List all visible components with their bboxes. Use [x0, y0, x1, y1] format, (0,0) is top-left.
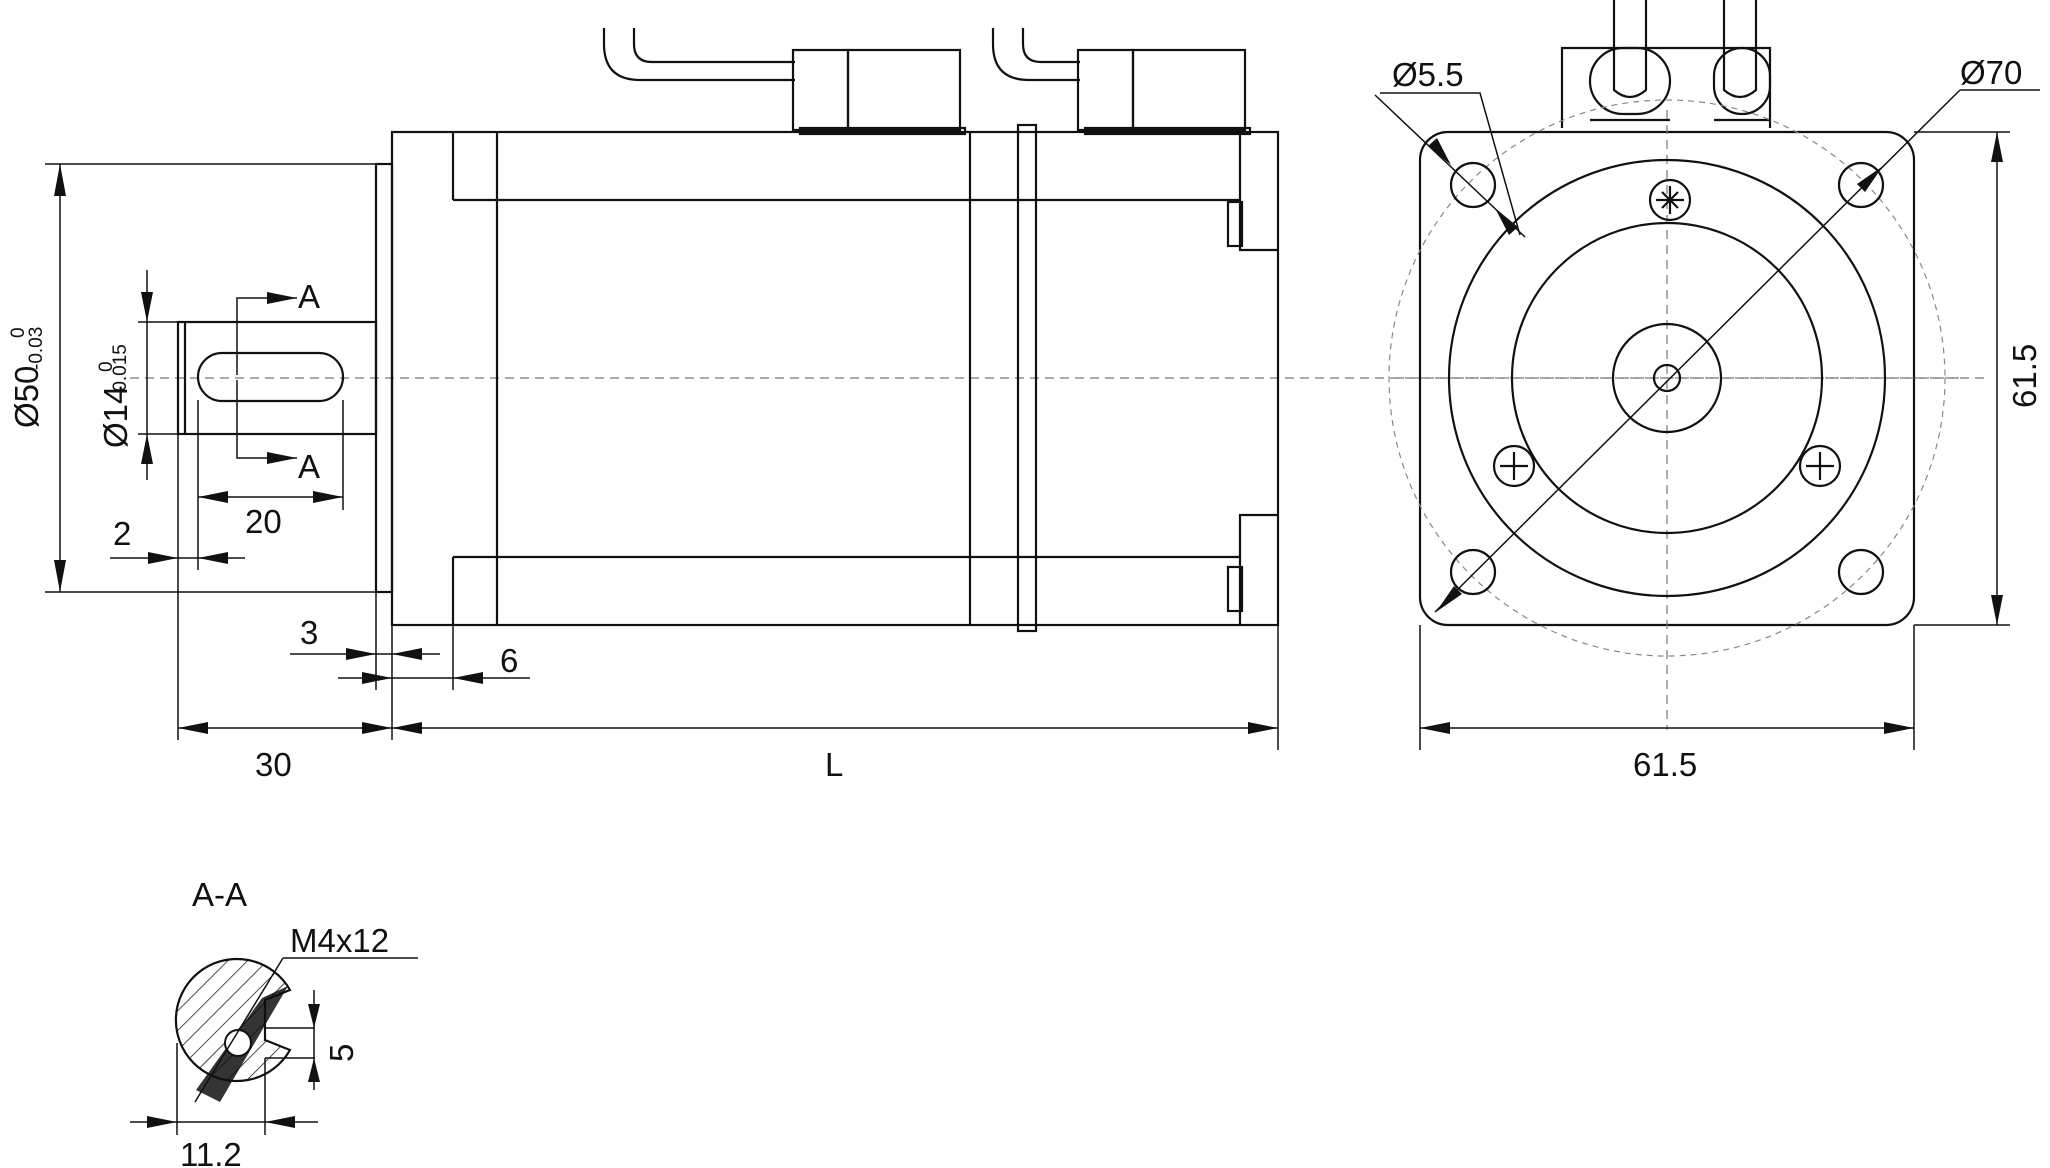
dim-phi50: Ø50 0 -0.03 [8, 163, 376, 593]
dim-overall-length: 30 L [178, 625, 1279, 783]
front-view: Ø5.5 Ø70 61.5 61.5 [1374, 0, 2043, 783]
dim-flange-thickness: 3 [290, 592, 440, 740]
section-marker-bottom: A [298, 448, 320, 485]
flange-width-label: 61.5 [1633, 746, 1697, 783]
phi14-tol-upper: 0 [96, 361, 117, 372]
dim-key-depth: 11.2 [130, 1043, 318, 1168]
phi50-label: Ø50 [8, 366, 45, 428]
dim-shaft-step: 2 [110, 434, 245, 740]
dim-flange-width: 61.5 [1419, 625, 1915, 783]
cable-connectors [602, 28, 1252, 136]
pilot-circle [1447, 158, 1887, 598]
hole-diameter-label: Ø5.5 [1392, 56, 1464, 93]
dim-boss: 6 [338, 625, 530, 690]
bolt-circle [1388, 99, 1946, 657]
shaft-circle [1611, 322, 1723, 434]
flange-thickness-label: 3 [300, 614, 318, 651]
thread-label: M4x12 [290, 922, 389, 959]
screw-icons [1492, 178, 1842, 488]
shaft-length-label: 30 [255, 746, 292, 783]
section-a-a: A-A M4x12 5 11.2 [130, 876, 418, 1168]
phi14-tol-lower: -0.015 [110, 344, 131, 398]
phi14-label: Ø14 [97, 386, 134, 448]
dim-key-width: 5 [308, 990, 360, 1090]
inner-circle [1510, 221, 1824, 535]
key-length-label: 20 [245, 503, 282, 540]
pcd-label: Ø70 [1960, 54, 2022, 91]
encoder-band [1016, 123, 1038, 633]
section-marker-top: A [298, 278, 320, 315]
key-width-label: 5 [323, 1044, 360, 1062]
section-marker-a: A A [236, 278, 320, 485]
phi50-tol-lower: -0.03 [26, 327, 47, 370]
shaft-step-label: 2 [113, 515, 131, 552]
motor-body [390, 123, 1280, 633]
side-view: Ø50 0 -0.03 Ø14 0 -0.015 A A [8, 28, 1990, 783]
dim-thread: M4x12 [194, 922, 418, 1103]
section-title: A-A [192, 876, 247, 913]
key-depth-label: 11.2 [180, 1136, 242, 1168]
shaft-center [1652, 363, 1682, 393]
dim-hole-diameter: Ø5.5 [1374, 56, 1526, 238]
dim-flange-height: 61.5 [1914, 131, 2043, 626]
phi50-tol-upper: 0 [8, 327, 29, 338]
dim-phi14: Ø14 0 -0.015 [96, 270, 178, 480]
shaft-section [174, 957, 292, 1083]
top-cable-glands [1560, 0, 1772, 128]
keyway [196, 351, 345, 403]
dim-pcd: Ø70 [1434, 54, 2040, 613]
dim-key-length: 20 [197, 400, 344, 570]
mounting-holes [1449, 161, 1885, 596]
body-length-label: L [825, 746, 843, 783]
boss-label: 6 [500, 642, 518, 679]
flange-height-label: 61.5 [2006, 344, 2043, 408]
